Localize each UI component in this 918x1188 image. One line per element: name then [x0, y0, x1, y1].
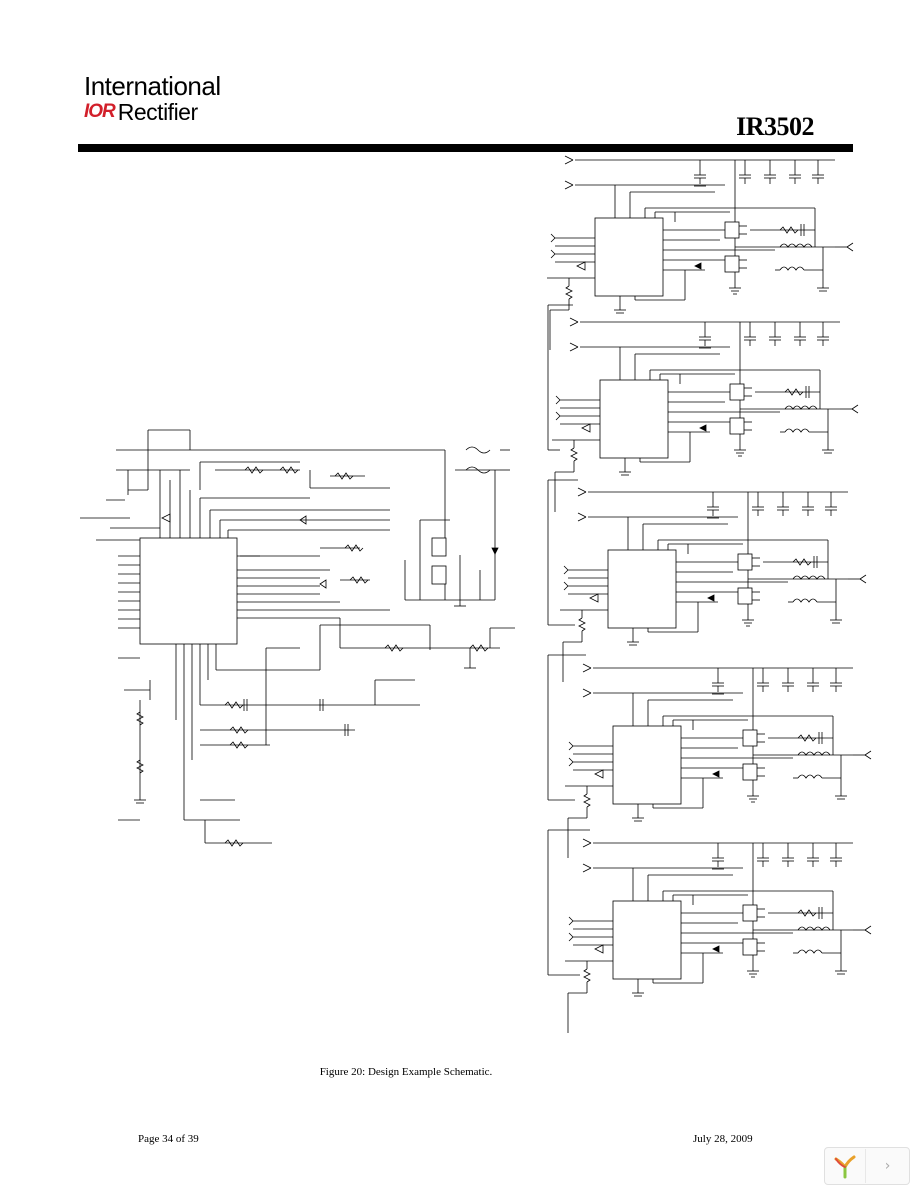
phase-module-3 — [559, 487, 867, 683]
header-rule — [78, 144, 853, 152]
brand-line-1: International — [84, 71, 221, 101]
phase-module-5 — [564, 838, 872, 1034]
company-logo: International IOR Rectifier — [84, 71, 221, 125]
viewer-widget[interactable]: › — [824, 1147, 910, 1185]
viewer-logo-icon — [825, 1149, 865, 1183]
chevron-right-icon[interactable]: › — [865, 1149, 909, 1183]
page-number: Page 34 of 39 — [138, 1133, 199, 1145]
phase-module-1 — [546, 155, 854, 351]
phase-module-2 — [551, 317, 859, 513]
brand-mark: IOR — [84, 101, 116, 122]
brand-line-2: Rectifier — [117, 98, 198, 125]
control-section — [80, 429, 515, 847]
document-date: July 28, 2009 — [693, 1133, 753, 1145]
figure-caption: Figure 20: Design Example Schematic. — [319, 1066, 493, 1078]
daisy-chain-wires — [547, 304, 590, 976]
phase-module-4 — [564, 663, 872, 859]
part-number: IR3502 — [736, 112, 814, 141]
